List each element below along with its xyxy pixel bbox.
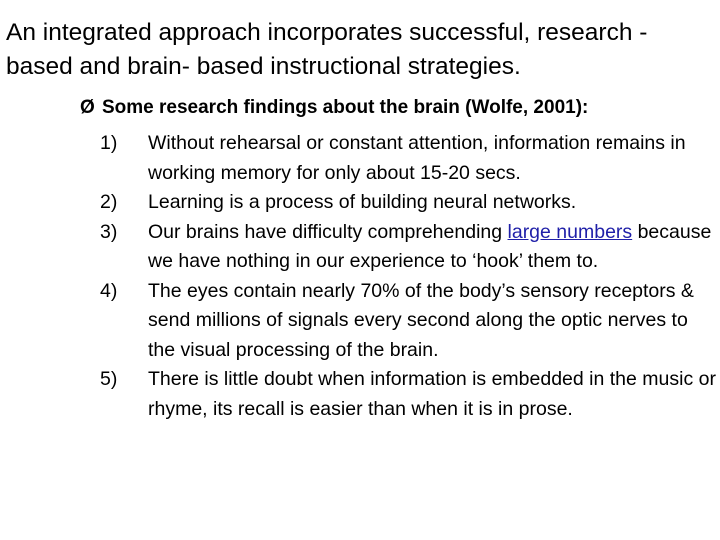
finding-item: 4) The eyes contain nearly 70% of the bo… [100, 277, 718, 366]
finding-text: The eyes contain nearly 70% of the body’… [148, 279, 694, 361]
subheading: Ø Some research findings about the brain … [80, 95, 716, 121]
subheading-text: Some research findings about the brain (… [102, 97, 589, 118]
finding-item: 2) Learning is a process of building neu… [100, 188, 718, 218]
large-numbers-link[interactable]: large numbers [507, 220, 633, 243]
finding-number: 5) [100, 368, 118, 390]
slide-title: An integrated approach incorporates succ… [6, 19, 648, 80]
finding-text-after-link: because we have nothing in our experienc… [148, 220, 712, 273]
finding-number: 2) [100, 191, 118, 213]
finding-text: Without rehearsal or constant attention,… [148, 132, 686, 184]
finding-item: 1) Without rehearsal or constant attenti… [100, 129, 718, 188]
finding-number: 4) [100, 279, 118, 302]
finding-text-before-link: Our brains have difficulty comprehending [148, 220, 508, 243]
finding-item: 3) Our brains have difficulty comprehend… [100, 218, 718, 277]
findings-list: 1) Without rehearsal or constant attenti… [100, 129, 718, 424]
finding-text: Learning is a process of building neural… [148, 191, 577, 213]
finding-number: 3) [100, 220, 118, 243]
finding-text: There is little doubt when information i… [148, 368, 716, 420]
finding-number: 1) [100, 132, 118, 154]
finding-item: 5) There is little doubt when informatio… [100, 365, 718, 424]
arrow-bullet-icon: Ø [80, 97, 95, 118]
